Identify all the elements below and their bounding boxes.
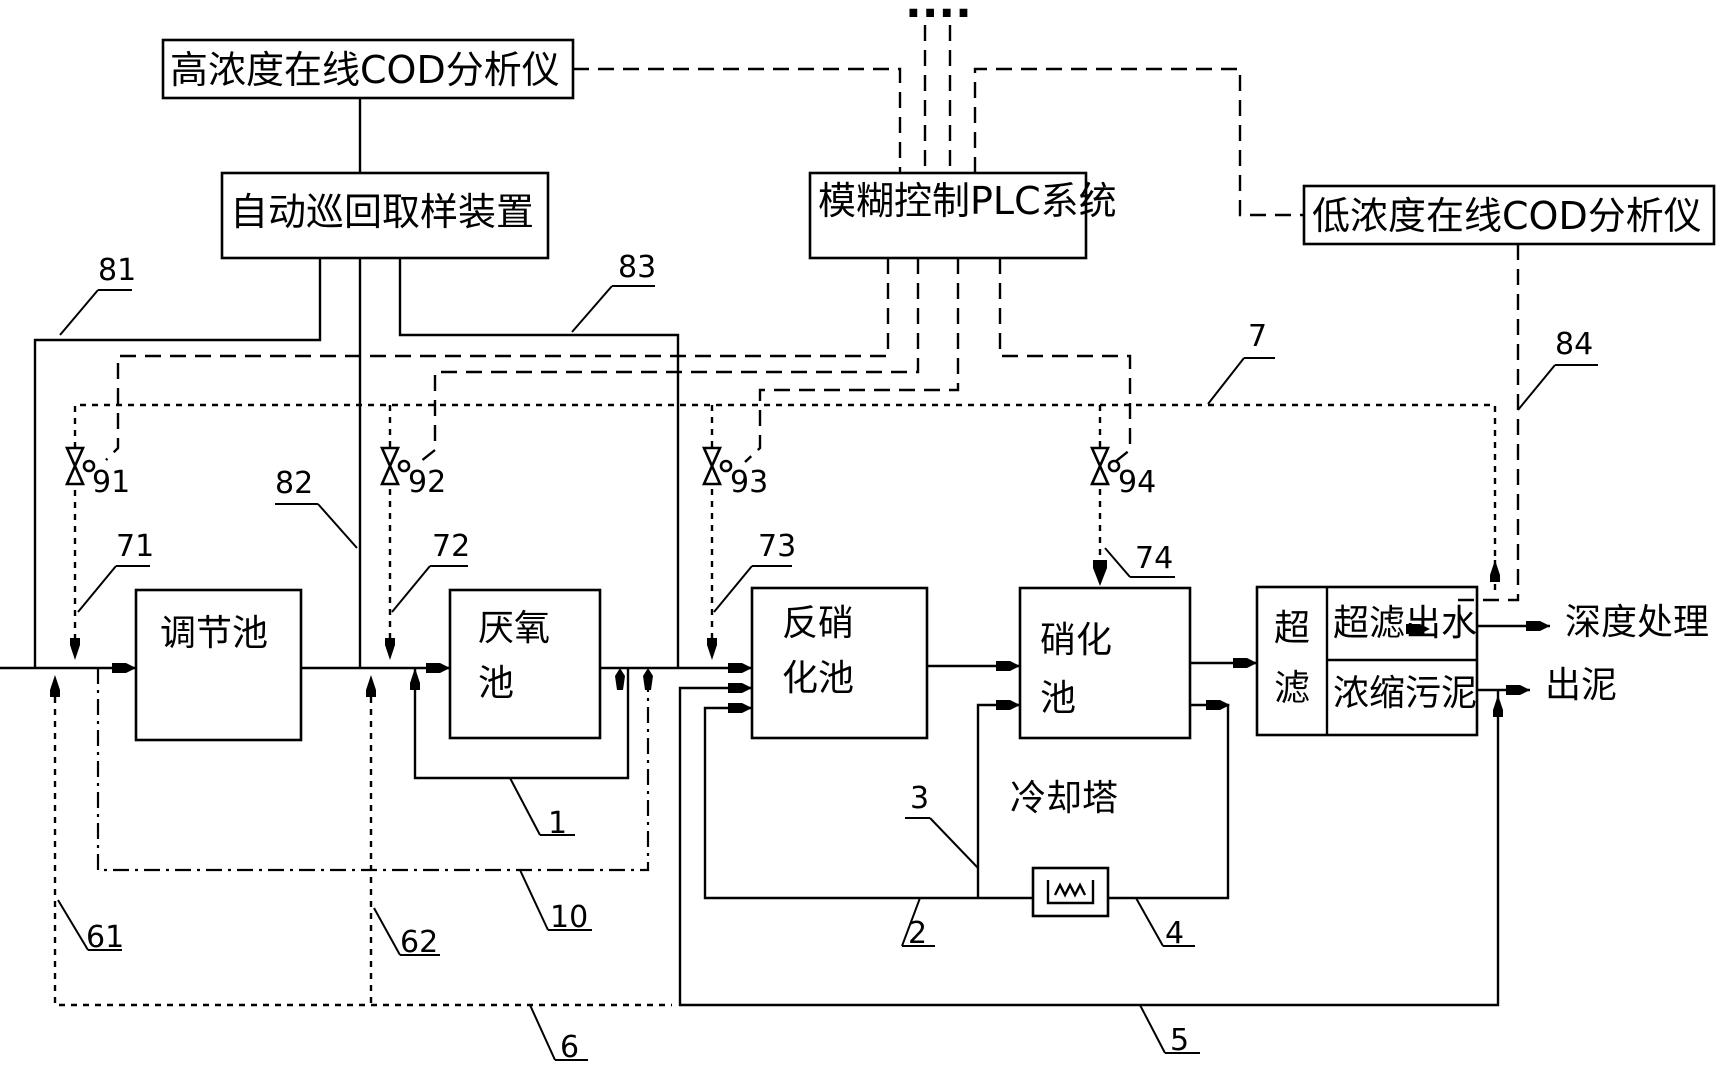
- anaerobic-label-2: 池: [478, 663, 514, 704]
- nitrification-tank: 硝化 池: [1018, 586, 1192, 740]
- ref-94: 94: [1118, 465, 1156, 500]
- zigzag-icon: [1053, 882, 1087, 898]
- line-10: [96, 668, 650, 872]
- denitrification-label-1: 反硝: [782, 603, 854, 644]
- nitrification-label-1: 硝化: [1040, 620, 1112, 661]
- reference-numbers: 81 83 82 7 84 91 92 93 94 71 72 73 74 1 …: [57, 250, 1598, 1065]
- concentrated-sludge-label: 浓缩污泥: [1333, 673, 1477, 714]
- tiaojie-label: 调节池: [160, 613, 268, 654]
- uf-label-1: 超: [1274, 608, 1310, 649]
- ref-1: 1: [548, 806, 567, 841]
- valve-92: [379, 446, 411, 486]
- ref-2: 2: [908, 916, 927, 951]
- ref-6: 6: [560, 1030, 579, 1065]
- ref-4: 4: [1165, 916, 1184, 951]
- ref-73: 73: [758, 529, 796, 564]
- cooling-tower-label: 冷却塔: [1010, 778, 1118, 819]
- plc-system: 模糊控制PLC系统: [808, 171, 1117, 260]
- ref-62: 62: [400, 925, 438, 960]
- uf-outlet-label: 超滤出水: [1333, 603, 1477, 644]
- cooling-tower: 冷却塔: [1010, 778, 1118, 918]
- nitrification-label-2: 池: [1040, 678, 1076, 719]
- deep-treatment-label: 深度处理: [1565, 602, 1709, 643]
- ref-74: 74: [1135, 541, 1173, 576]
- denitrification-tank: 反硝 化池: [750, 586, 929, 740]
- coil-icon: [1046, 880, 1095, 905]
- ref-72: 72: [432, 529, 470, 564]
- valve-91: [64, 446, 96, 486]
- denitrification-label-2: 化池: [782, 658, 854, 699]
- flow-arrows: [50, 621, 1550, 717]
- ref-92: 92: [408, 465, 446, 500]
- ref-10: 10: [550, 900, 588, 935]
- ref-71: 71: [116, 529, 154, 564]
- return-line-7: [70, 403, 1500, 660]
- sludge-out-label: 出泥: [1545, 665, 1617, 706]
- line-6: [53, 697, 672, 1007]
- ref-81: 81: [98, 253, 136, 288]
- cod-low-analyzer: 低浓度在线COD分析仪: [1302, 184, 1716, 246]
- ref-7: 7: [1248, 319, 1267, 354]
- valve-94: [1089, 446, 1121, 486]
- tiaojie-tank: 调节池: [134, 588, 303, 742]
- ref-5: 5: [1170, 1023, 1189, 1058]
- control-signal-lines: [105, 25, 1520, 602]
- ref-93: 93: [730, 465, 768, 500]
- ultrafiltration-unit: 超 滤 超滤出水 浓缩污泥: [1255, 585, 1479, 737]
- top-dots: ····: [905, 0, 972, 39]
- valve-93: [701, 446, 733, 486]
- sampler-label: 自动巡回取样装置: [230, 190, 534, 234]
- anaerobic-label-1: 厌氧: [478, 608, 550, 649]
- ref-91: 91: [92, 465, 130, 500]
- ref-82: 82: [275, 466, 313, 501]
- auto-sampler: 自动巡回取样装置: [220, 171, 550, 260]
- ref-61: 61: [86, 920, 124, 955]
- valves: [64, 446, 1121, 486]
- ref-84: 84: [1555, 327, 1593, 362]
- cod-low-label: 低浓度在线COD分析仪: [1312, 194, 1702, 238]
- cod-high-analyzer: 高浓度在线COD分析仪: [161, 38, 575, 100]
- uf-label-2: 滤: [1274, 668, 1310, 709]
- cod-high-label: 高浓度在线COD分析仪: [170, 48, 560, 92]
- anaerobic-tank: 厌氧 池: [448, 588, 602, 740]
- ref-3: 3: [910, 781, 929, 816]
- ref-83: 83: [618, 250, 656, 285]
- plc-label: 模糊控制PLC系统: [818, 179, 1117, 223]
